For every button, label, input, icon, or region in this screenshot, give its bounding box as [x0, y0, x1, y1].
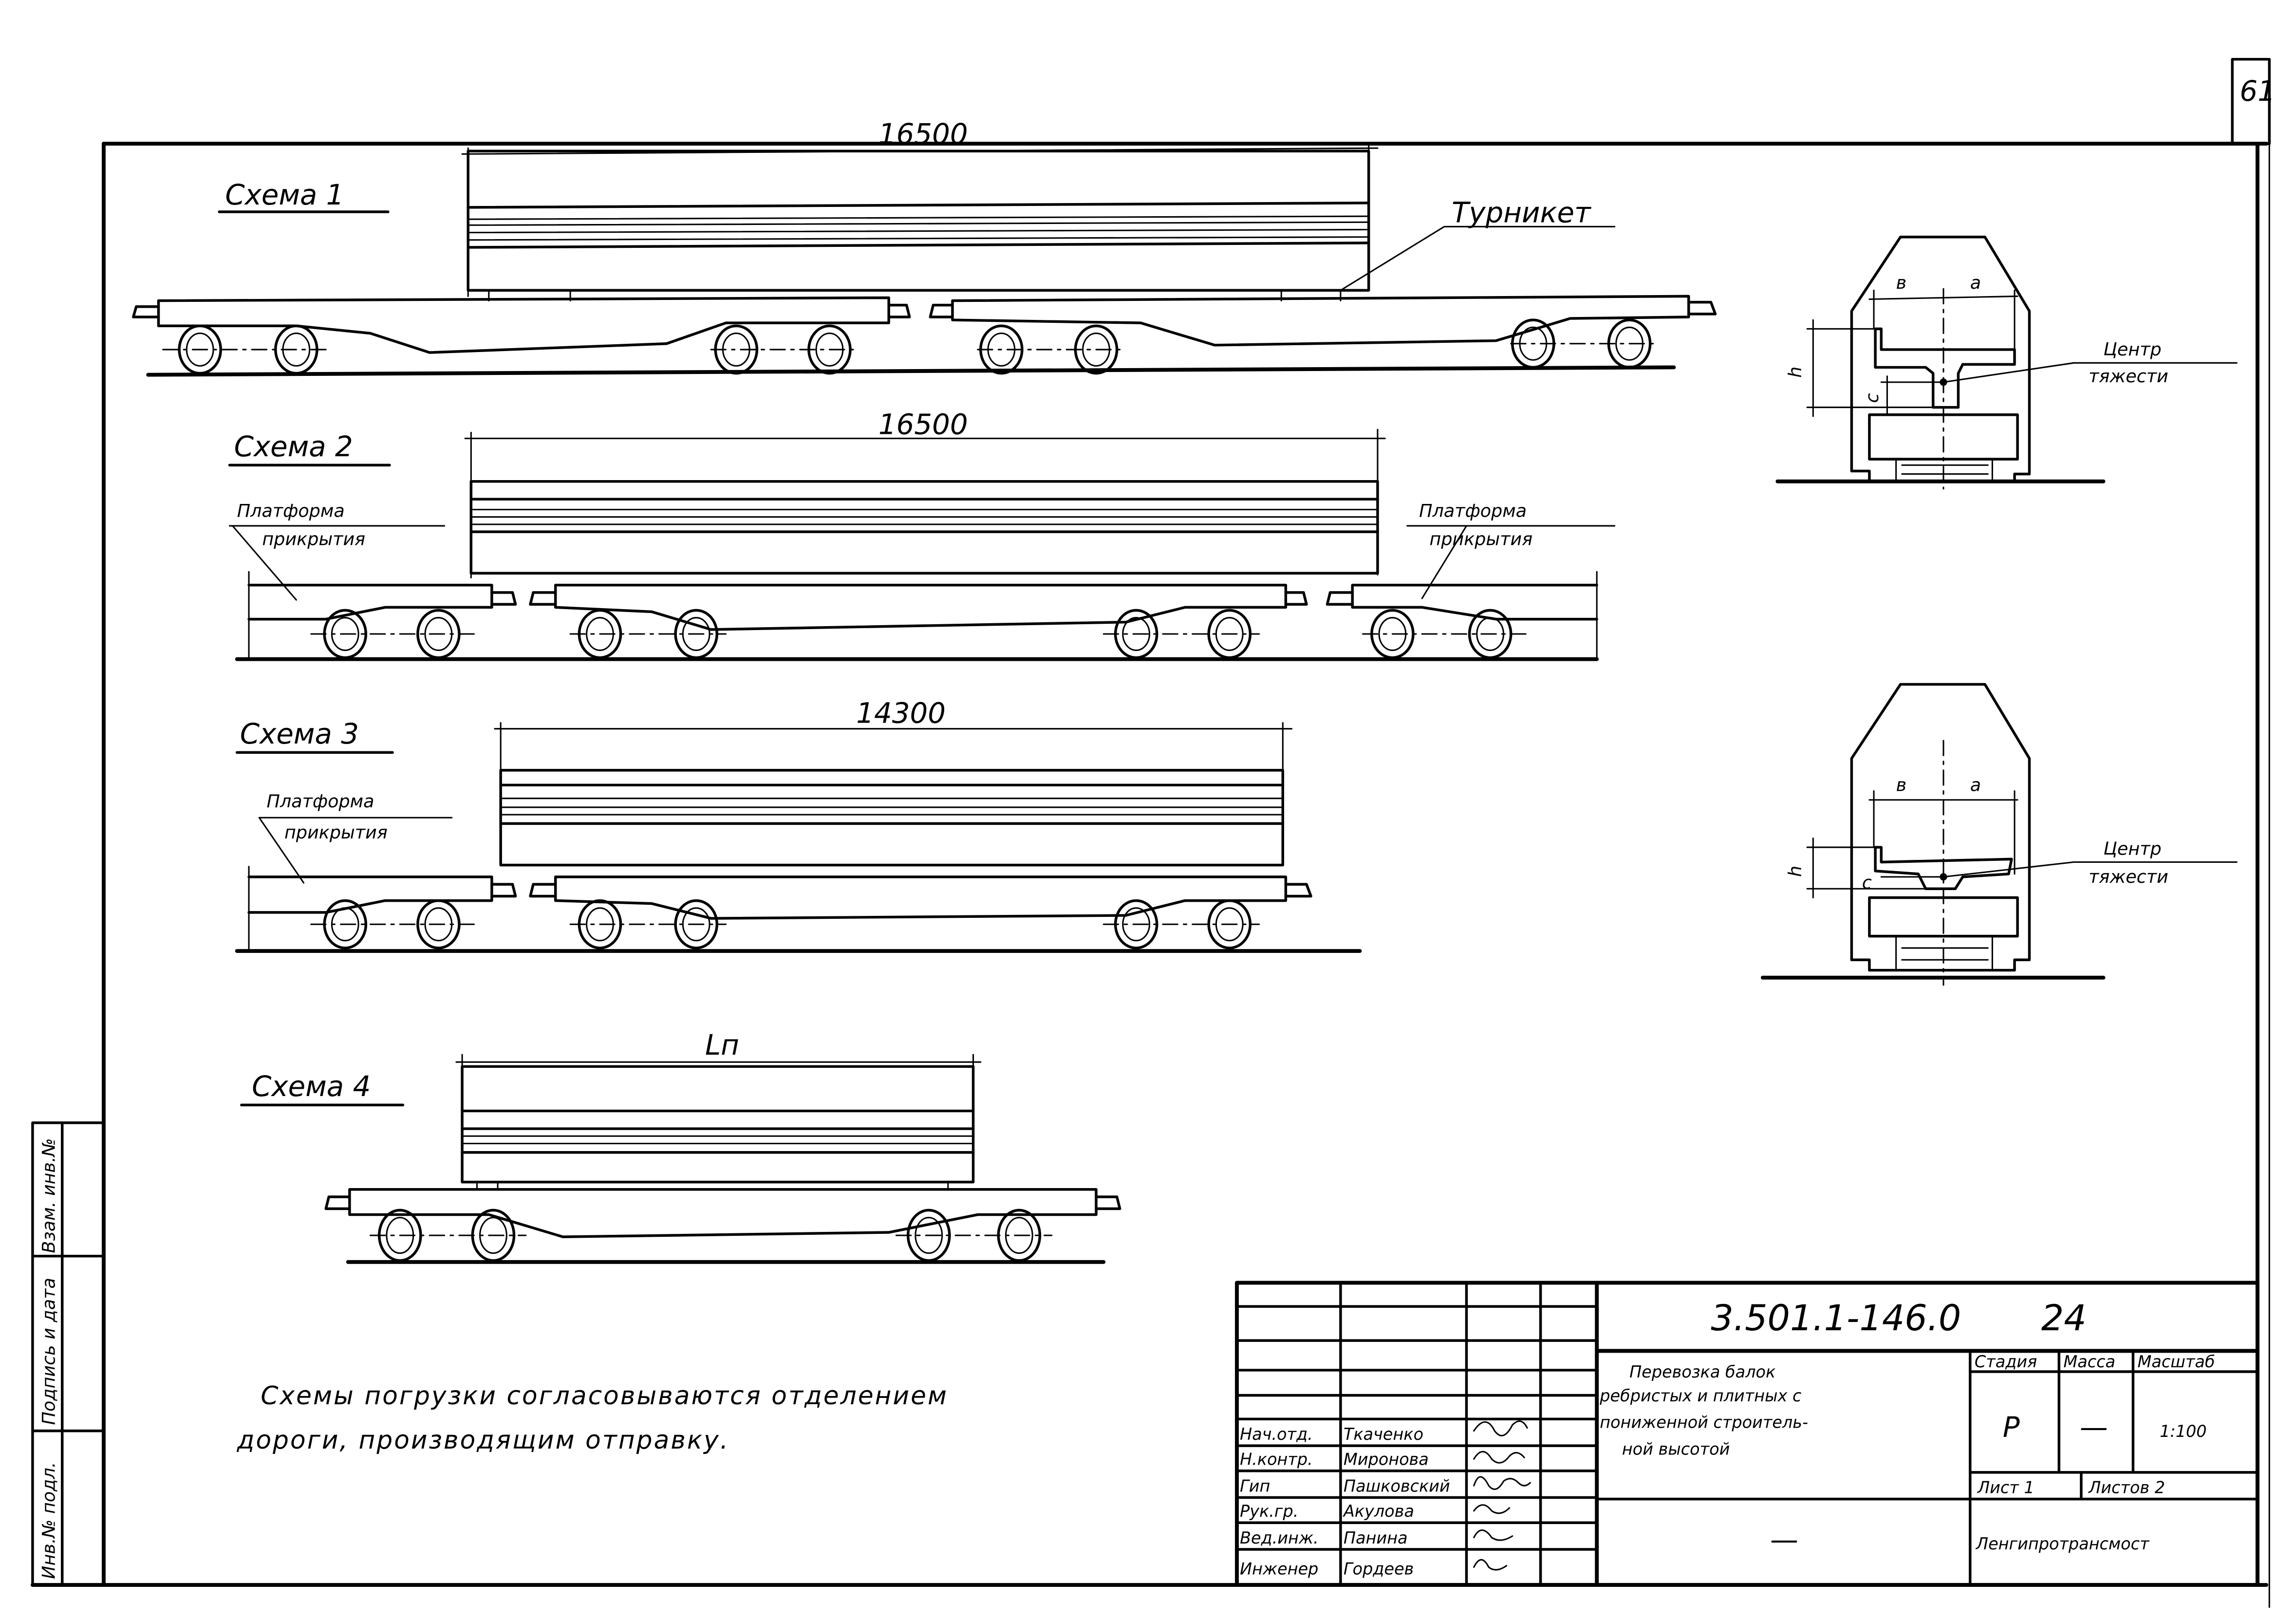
header-scale: Масштаб — [2138, 1352, 2215, 1371]
title-line-1: Перевозка балок — [1629, 1362, 1775, 1381]
title-block-sheet-number: 24 — [2041, 1298, 2087, 1339]
sig-name: Ткаченко — [1344, 1425, 1423, 1444]
scheme-1: Схема 1 16500 Турникет — [132, 117, 1717, 377]
cs1-dim-a: а — [1970, 272, 1981, 293]
cs2-dim-c: с — [1862, 872, 1872, 893]
cs2-dim-a: а — [1970, 774, 1981, 795]
scheme-3: Схема 3 14300 Платформа прикрытия — [235, 697, 1362, 953]
scheme-4-dimension: Lп — [705, 1028, 739, 1061]
title-line-3: пониженной строитель- — [1600, 1413, 1808, 1432]
sheets-label: Листов 2 — [2088, 1478, 2165, 1497]
stamp-replacement-inventory: Взам. инв.№ — [38, 1138, 59, 1253]
scheme-1-dimension: 16500 — [878, 117, 968, 150]
header-mass: Масса — [2063, 1352, 2115, 1371]
scheme-1-wheels — [162, 318, 1660, 375]
sig-name: Акулова — [1343, 1502, 1414, 1521]
turnstile-callout: Турникет — [1452, 196, 1592, 229]
sig-role: Вед.инж. — [1240, 1528, 1319, 1547]
title-block-code: 3.501.1-146.0 — [1711, 1298, 1961, 1339]
sig-name: Пашковский — [1344, 1476, 1450, 1495]
scheme-4: Схема 4 Lп — [240, 1028, 1121, 1264]
sig-role: Н.контр. — [1240, 1450, 1313, 1469]
sig-name: Панина — [1344, 1528, 1408, 1547]
scheme-2-callout-left-1: Платформа — [237, 501, 345, 521]
scheme-3-callout-2: прикрытия — [284, 822, 388, 843]
scheme-4-label: Схема 4 — [252, 1070, 371, 1103]
title-line-2: ребристых и плитных с — [1599, 1386, 1801, 1405]
value-stage: Р — [2003, 1411, 2020, 1444]
scheme-2-callout-right-1: Платформа — [1419, 501, 1527, 521]
scheme-3-callout-1: Платформа — [267, 791, 374, 812]
cs1-dim-b: в — [1896, 272, 1907, 293]
title-block — [1235, 1281, 2259, 1587]
sig-role: Нач.отд. — [1240, 1425, 1313, 1444]
stamp-original-inventory: Инв.№ подл. — [38, 1462, 59, 1579]
cross-section-1: в а h с Центр тяжести — [1775, 235, 2238, 490]
sig-role: Гип — [1240, 1476, 1270, 1495]
sig-role: Рук.гр. — [1240, 1502, 1298, 1521]
scheme-2-wheels — [310, 609, 1527, 659]
scheme-3-wheels — [310, 899, 1260, 949]
sheet-label: Лист 1 — [1977, 1478, 2035, 1497]
title-line-4: ной высотой — [1622, 1439, 1730, 1458]
stamp-signature-date: Подпись и дата — [38, 1278, 59, 1425]
cross-section-2: в а h с Центр тяжести — [1760, 683, 2238, 986]
scheme-3-dimension: 14300 — [856, 697, 946, 730]
scheme-2-callout-right-2: прикрытия — [1429, 528, 1532, 549]
organization-name: Ленгипротрансмост — [1976, 1534, 2150, 1553]
sig-role: Инженер — [1240, 1560, 1318, 1579]
cs2-dim-h: h — [1785, 866, 1806, 877]
sig-name: Гордеев — [1344, 1560, 1414, 1579]
page-number: 61 — [2240, 74, 2276, 108]
side-stamp — [31, 1121, 105, 1586]
cs1-cg-label-2: тяжести — [2089, 366, 2168, 387]
blank-field: — — [1770, 1523, 1798, 1556]
sig-name: Миронова — [1344, 1450, 1429, 1469]
cs1-dim-h: h — [1785, 367, 1806, 378]
cs2-dim-b: в — [1896, 774, 1907, 795]
header-stage: Стадия — [1975, 1352, 2037, 1371]
scheme-2-dimension: 16500 — [878, 408, 968, 441]
scheme-2-callout-left-2: прикрытия — [262, 528, 365, 549]
scheme-2: Схема 2 16500 Платформа прикрытия Платфо… — [228, 408, 1616, 661]
cs2-cg-label-2: тяжести — [2089, 866, 2168, 887]
value-scale: 1:100 — [2160, 1422, 2206, 1441]
value-mass: — — [2080, 1411, 2108, 1444]
signature-table: Нач.отд. Ткаченко Н.контр. Миронова Гип … — [1240, 1420, 1531, 1579]
cs1-dim-c: с — [1862, 393, 1883, 403]
scheme-3-label: Схема 3 — [240, 717, 359, 750]
scheme-2-label: Схема 2 — [234, 430, 353, 463]
note-line-1: Схемы погрузки согласовываются отделение… — [261, 1381, 948, 1411]
cs1-cg-label-1: Центр — [2104, 339, 2162, 360]
scheme-1-label: Схема 1 — [225, 178, 344, 211]
note-line-2: дороги, производящим отправку. — [237, 1426, 730, 1455]
cs2-cg-label-1: Центр — [2104, 838, 2162, 859]
